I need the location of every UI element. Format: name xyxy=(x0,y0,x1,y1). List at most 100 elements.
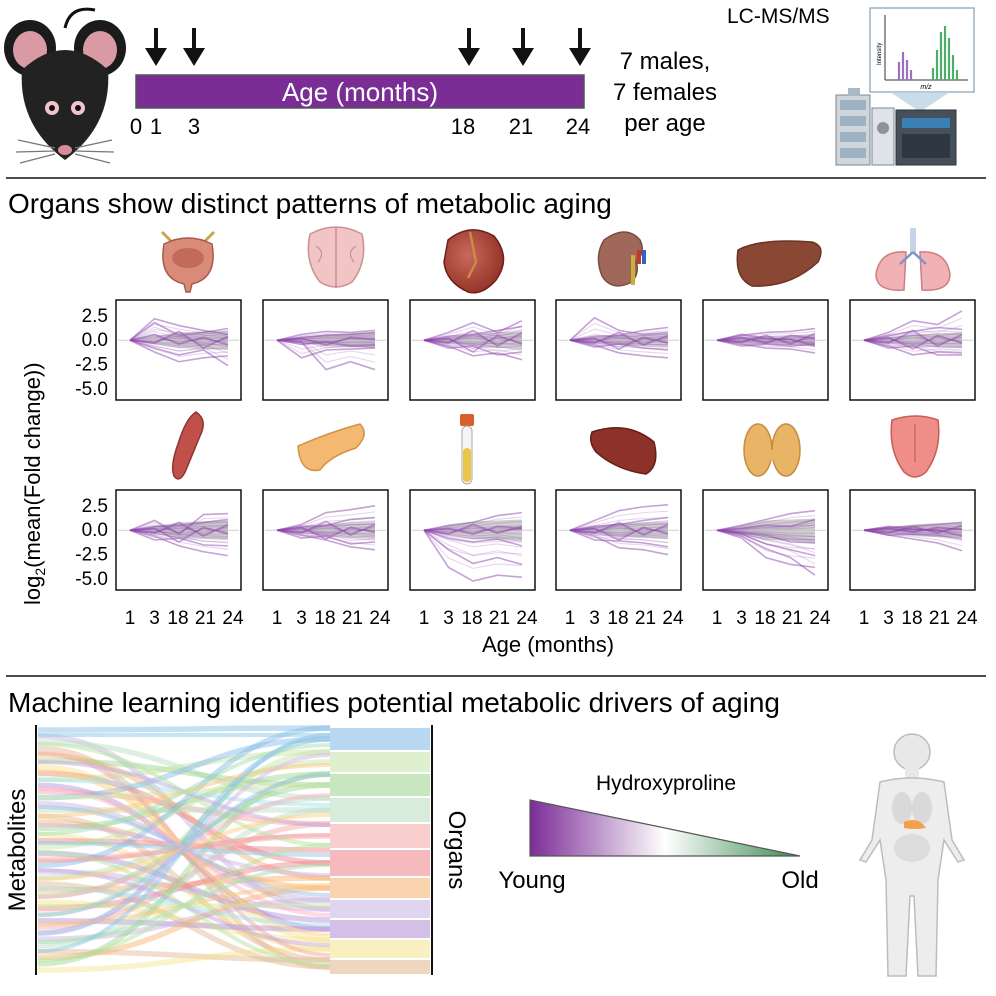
metabolite-trace xyxy=(569,529,669,556)
metabolite-trace xyxy=(276,329,376,342)
metabolite-trace xyxy=(716,339,816,354)
metabolite-trace xyxy=(276,529,376,551)
metabolite-trace xyxy=(276,529,376,545)
x-tick-label: 1 xyxy=(419,608,430,629)
timeline-tick-24: 24 xyxy=(566,114,590,139)
panel-lung xyxy=(849,299,976,401)
metabolite-trace xyxy=(716,332,816,345)
panel-frame xyxy=(849,489,976,591)
y-tick-label: -5.0 xyxy=(75,569,108,590)
metabolite-trace xyxy=(863,524,963,534)
organ-flow-segment xyxy=(330,752,430,772)
x-tick-label: 3 xyxy=(883,608,894,629)
y-tick-label: 2.5 xyxy=(82,496,108,517)
x-tick-label: 21 xyxy=(929,608,950,629)
panel-frame xyxy=(115,489,242,591)
timeline-tick-3: 3 xyxy=(188,114,200,139)
metabolite-trace xyxy=(569,326,669,342)
panel-tongue xyxy=(849,489,976,591)
metabolite-trace-faint xyxy=(129,339,229,360)
metabolite-trace-faint xyxy=(276,527,376,532)
metabolite-trace xyxy=(716,529,816,544)
metabolite-trace-faint xyxy=(129,527,229,533)
sampling-arrow xyxy=(458,28,480,66)
metabolite-trace xyxy=(276,339,376,371)
x-axis-label: Age (months) xyxy=(482,632,614,657)
section1-title: Organs show distinct patterns of metabol… xyxy=(8,188,612,219)
metabolite-trace xyxy=(129,512,229,536)
organ-flow-segment xyxy=(330,774,430,796)
timeline-tick-21: 21 xyxy=(509,114,533,139)
metabolite-trace-faint xyxy=(863,339,963,352)
spread-band xyxy=(277,332,375,349)
organ-flow-segment xyxy=(330,728,430,750)
metabolite-trace-faint xyxy=(276,528,376,533)
metabolite-trace xyxy=(423,329,523,348)
mass-spectrum-inset: Intensity m/z xyxy=(869,7,975,112)
pancreas-highlight xyxy=(904,820,926,829)
metabolite-trace xyxy=(716,529,816,569)
sampling-arrow xyxy=(183,28,205,66)
organs-label: Organs xyxy=(443,811,470,890)
metabolite-trace xyxy=(863,310,963,341)
y-tick-label: -2.5 xyxy=(75,355,108,376)
spread-band xyxy=(864,332,962,349)
metabolite-trace-faint xyxy=(716,529,816,538)
x-tick-label: 21 xyxy=(342,608,363,629)
y-tick-label: 0.0 xyxy=(82,520,108,541)
metabolite-trace-faint xyxy=(716,337,816,343)
x-tick-label: 18 xyxy=(461,608,482,629)
gradient-old-label: Old xyxy=(781,867,818,894)
timeline-tick-18: 18 xyxy=(451,114,475,139)
metabolite-trace xyxy=(569,516,669,532)
x-tick-label: 1 xyxy=(125,608,136,629)
metabolite-trace xyxy=(569,521,669,536)
metabolite-trace-faint xyxy=(276,339,376,355)
metabolite-flow xyxy=(37,946,331,973)
metabolite-trace xyxy=(129,529,229,547)
spread-band xyxy=(130,520,228,540)
metabolite-trace xyxy=(569,316,669,341)
panel-brain xyxy=(262,299,389,401)
x-tick-label: 3 xyxy=(443,608,454,629)
x-tick-label: 18 xyxy=(167,608,188,629)
metabolite-flow xyxy=(37,743,331,836)
metabolite-trace xyxy=(129,339,229,367)
x-tick-label: 18 xyxy=(314,608,335,629)
metabolite-trace-faint xyxy=(423,528,523,532)
metabolite-trace-faint xyxy=(423,529,523,569)
gradient-young-label: Young xyxy=(498,867,565,894)
panel-heart xyxy=(409,299,536,401)
metabolite-trace-faint xyxy=(129,326,229,341)
sampling-arrow xyxy=(145,28,167,66)
metabolite-trace-faint xyxy=(276,526,376,531)
sampling-arrows xyxy=(145,28,591,66)
organ-flow-segment xyxy=(330,798,430,822)
y-tick-label: -2.5 xyxy=(75,545,108,566)
metabolite-trace xyxy=(863,529,963,540)
metabolite-trace-faint xyxy=(716,526,816,531)
metabolite-trace-faint xyxy=(716,338,816,342)
sampling-arrow xyxy=(512,28,534,66)
metabolite-trace xyxy=(276,504,376,532)
metabolite-flow xyxy=(37,813,331,963)
x-tick-label: 3 xyxy=(589,608,600,629)
metabolite-flow xyxy=(37,733,331,912)
metabolite-trace xyxy=(129,521,229,537)
metabolite-trace xyxy=(863,329,963,348)
x-tick-label: 3 xyxy=(736,608,747,629)
section2-title: Machine learning identifies potential me… xyxy=(8,687,780,718)
metabolite-trace xyxy=(569,331,669,346)
metabolite-trace xyxy=(716,509,816,532)
metabolite-trace xyxy=(129,317,229,341)
metabolite-trace-faint xyxy=(863,337,963,346)
spread-band xyxy=(717,518,815,542)
x-tick-label: 1 xyxy=(565,608,576,629)
panel-liver xyxy=(702,299,829,401)
organ-panels xyxy=(115,299,976,591)
metabolite-trace-faint xyxy=(423,529,523,557)
y-tick-label: 2.5 xyxy=(82,306,108,327)
